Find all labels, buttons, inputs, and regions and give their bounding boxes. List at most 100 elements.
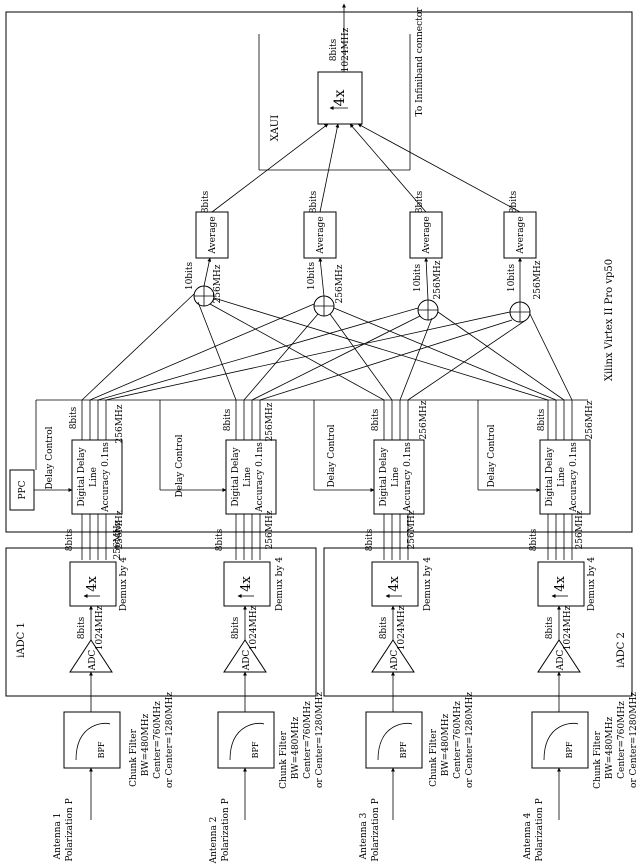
summer-3: 10bits 256MHz [413,257,443,321]
summer-2: 10bits 256MHz [307,257,345,317]
svg-text:256MHz: 256MHz [115,404,125,443]
summer-1: 10bits 256MHz [185,257,223,307]
svg-text:BPF: BPF [565,741,574,758]
antenna-3: Antenna 3 Polarization P [359,798,381,861]
bpf-2: BPF [217,671,275,820]
ppc-label: PPC [18,480,28,499]
svg-text:8bits: 8bits [379,616,389,639]
svg-text:256MHz: 256MHz [213,264,223,303]
svg-text:8bits: 8bits [215,528,225,551]
infiniband-label: To Infiniband connector [415,7,425,117]
svg-text:Center=760MHz: Center=760MHz [153,701,163,779]
output-bits: 8bits [329,38,339,61]
svg-text:Polarization P: Polarization P [65,798,75,861]
svg-text:Accuracy 0.1ns: Accuracy 0.1ns [403,442,413,513]
demux-to-delay-bus: 8bits 256MHz 8bits 8bits 8bits [65,514,573,560]
iadc-1-label: iADC 1 [16,622,27,658]
svg-text:1024MHz: 1024MHz [95,605,105,650]
svg-text:256MHz: 256MHz [407,510,417,549]
delay-line-1: Digital Delay Line Accuracy 0.1ns 8bits … [69,400,125,549]
adc-4: ADC 8bits 1024MHz [537,605,581,673]
svg-text:Demux by 4: Demux by 4 [587,557,597,612]
svg-text:8bits: 8bits [415,190,425,213]
svg-text:8bits: 8bits [509,190,519,213]
svg-text:Line: Line [391,467,401,487]
fpga-label: Xilinx Virtex II Pro vp50 [604,259,615,381]
bpf-4: BPF [531,671,589,820]
svg-text:Accuracy 0.1ns: Accuracy 0.1ns [255,442,265,513]
output-mux-4x [317,71,363,125]
svg-text:BW=480MHz: BW=480MHz [441,714,451,777]
svg-text:Chunk Filter: Chunk Filter [129,728,139,787]
xaui-label: XAUI [270,115,281,141]
delay-line-3: Digital Delay Line Accuracy 0.1ns 8bits … [371,400,429,549]
svg-text:10bits: 10bits [413,263,423,292]
svg-text:256MHz: 256MHz [265,510,275,549]
svg-text:ADC: ADC [556,650,566,672]
svg-text:Digital Delay: Digital Delay [231,446,241,506]
svg-text:Center=760MHz: Center=760MHz [303,701,313,779]
svg-text:Antenna 1: Antenna 1 [53,813,63,861]
svg-text:Average: Average [422,216,432,254]
iadc-frame-2 [323,547,633,697]
svg-text:1024MHz: 1024MHz [249,605,259,650]
svg-text:256MHz: 256MHz [533,260,543,299]
svg-text:8bits: 8bits [365,528,375,551]
svg-text:BPF: BPF [399,741,408,758]
chunk-filter-2: Chunk Filter BW=480MHz Center=760MHz or … [279,692,325,789]
svg-text:Line: Line [557,467,567,487]
svg-text:256MHz: 256MHz [585,400,595,439]
svg-text:1024MHz: 1024MHz [397,605,407,650]
svg-text:BW=480MHz: BW=480MHz [605,717,615,780]
svg-text:BW=480MHz: BW=480MHz [141,714,151,777]
svg-text:Polarization P: Polarization P [371,798,381,861]
svg-text:8bits: 8bits [231,616,241,639]
demux-3: 4x Demux by 4 [371,557,433,612]
svg-text:Antenna 4: Antenna 4 [523,812,533,860]
bpf-1: BPF [63,671,121,820]
iadc-frame-1 [5,547,317,697]
svg-text:Chunk Filter: Chunk Filter [593,730,603,789]
svg-text:Center=760MHz: Center=760MHz [453,701,463,779]
svg-text:ADC: ADC [390,650,400,672]
demux-2: 4x Demux by 4 [223,557,285,612]
svg-text:8bits: 8bits [371,408,381,431]
bpf-3: BPF [365,671,423,820]
svg-text:Line: Line [243,467,253,487]
svg-text:Chunk Filter: Chunk Filter [429,728,439,787]
svg-text:Average: Average [516,216,526,254]
delay-control-4: Delay Control [487,424,497,487]
antenna-1: Antenna 1 Polarization P [53,798,75,861]
svg-text:256MHz: 256MHz [335,264,345,303]
svg-text:ADC: ADC [242,650,252,672]
svg-text:4x: 4x [85,576,100,592]
output-freq: 1024MHz [341,27,351,72]
svg-text:4x: 4x [553,576,568,592]
svg-text:4x: 4x [387,576,402,592]
svg-text:10bits: 10bits [307,261,317,290]
svg-text:256MHz: 256MHz [575,510,585,549]
demux-1: 4x Demux by 4 [69,557,129,611]
svg-text:Accuracy 0.1ns: Accuracy 0.1ns [101,442,111,513]
delay-line-4: Digital Delay Line Accuracy 0.1ns 8bits … [537,400,595,549]
average-block-3: Average 8bits [409,190,443,259]
svg-text:4x: 4x [239,576,254,592]
svg-text:10bits: 10bits [185,261,195,290]
svg-text:Polarization P: Polarization P [535,798,545,861]
summer-4: 10bits 256MHz [507,257,543,323]
svg-text:256MHz: 256MHz [113,520,123,559]
svg-text:Demux by 4: Demux by 4 [423,557,433,612]
svg-text:Chunk Filter: Chunk Filter [279,730,289,789]
svg-text:Demux by 4: Demux by 4 [275,557,285,612]
svg-text:8bits: 8bits [201,190,211,213]
adc-1: ADC 8bits 1024MHz [69,605,113,673]
svg-text:Polarization P: Polarization P [221,798,231,861]
fpga-frame [5,11,633,533]
svg-text:8bits: 8bits [77,616,87,639]
svg-text:or Center=1280MHz: or Center=1280MHz [165,692,175,788]
crossbar-lines [81,293,573,401]
output-mux-label: 4x [332,89,348,106]
svg-text:ADC: ADC [88,650,98,672]
svg-text:8bits: 8bits [65,528,75,551]
svg-text:8bits: 8bits [309,190,319,213]
